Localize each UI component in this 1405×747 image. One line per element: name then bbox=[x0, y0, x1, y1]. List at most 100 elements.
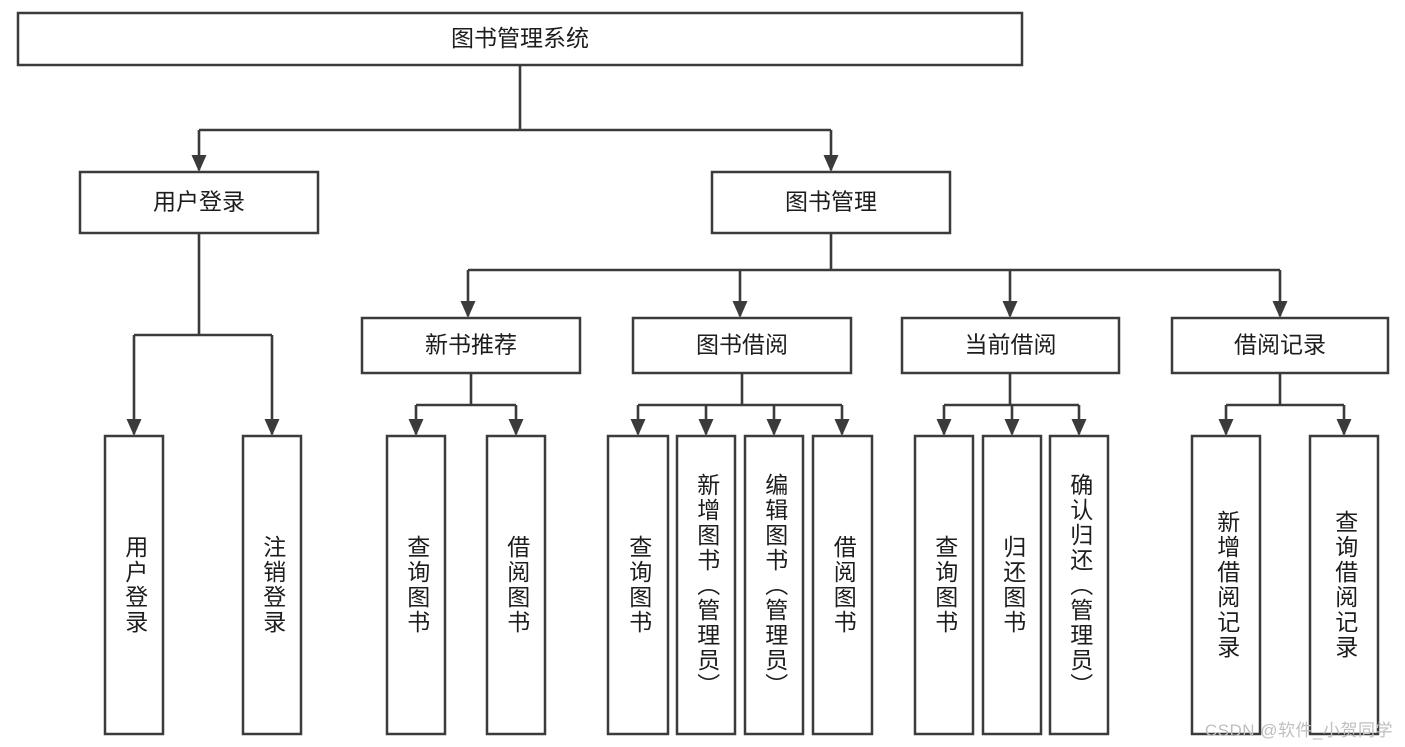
arrow-head-icon bbox=[732, 301, 748, 318]
node-box[interactable] bbox=[631, 316, 853, 375]
node-level2-图书借阅[interactable]: 图书借阅 bbox=[631, 316, 853, 375]
node-label: 注销登录 bbox=[259, 535, 286, 635]
node-label: 图书管理系统 bbox=[451, 25, 589, 51]
node-label-holder: 查询借阅记录 bbox=[1331, 510, 1358, 660]
arrow-head-icon bbox=[408, 419, 424, 436]
node-label-holder: 借阅图书 bbox=[503, 535, 530, 635]
connector-group-borrow-to-leaves bbox=[630, 373, 850, 436]
node-box[interactable] bbox=[913, 434, 975, 736]
arrow-head-icon bbox=[823, 155, 839, 172]
node-box[interactable] bbox=[103, 434, 165, 736]
node-leaf-查询图书[interactable]: 查询图书 bbox=[606, 434, 670, 736]
connector-layer bbox=[126, 65, 1352, 436]
node-label-holder: 注销登录 bbox=[259, 535, 286, 635]
node-label: 查询图书 bbox=[403, 535, 430, 635]
node-label-holder: 新增图书（管理员） bbox=[693, 472, 720, 698]
arrow-head-icon bbox=[191, 155, 207, 172]
connector-group-userlogin-to-leaves bbox=[126, 233, 280, 436]
node-root-图书管理系统[interactable]: 图书管理系统 bbox=[16, 11, 1024, 67]
node-box[interactable] bbox=[485, 434, 547, 736]
node-label: 查询借阅记录 bbox=[1331, 510, 1358, 660]
node-label-holder: 借阅图书 bbox=[830, 535, 857, 635]
node-leaf-新增图书管理员[interactable]: 新增图书（管理员） bbox=[675, 434, 737, 736]
node-box[interactable] bbox=[710, 170, 952, 235]
arrow-head-icon bbox=[630, 419, 646, 436]
arrow-head-icon bbox=[1272, 301, 1288, 318]
node-box[interactable] bbox=[1308, 434, 1380, 736]
node-label: 新增图书（管理员） bbox=[693, 472, 720, 698]
node-level1-用户登录[interactable]: 用户登录 bbox=[78, 170, 320, 235]
connector-group-records-to-leaves bbox=[1218, 373, 1352, 436]
node-label: 查询图书 bbox=[625, 535, 652, 635]
node-box[interactable] bbox=[241, 434, 303, 736]
node-box[interactable] bbox=[78, 170, 320, 235]
node-label: 新书推荐 bbox=[425, 332, 517, 358]
node-label: 图书借阅 bbox=[696, 332, 788, 358]
node-label: 归还图书 bbox=[999, 535, 1026, 635]
node-level2-当前借阅[interactable]: 当前借阅 bbox=[900, 316, 1121, 375]
node-label-holder: 归还图书 bbox=[999, 535, 1026, 635]
connector-group-bookmgmt-to-level2 bbox=[460, 233, 1288, 318]
node-level2-借阅记录[interactable]: 借阅记录 bbox=[1170, 316, 1390, 375]
node-box[interactable] bbox=[1170, 316, 1390, 375]
node-level1-图书管理[interactable]: 图书管理 bbox=[710, 170, 952, 235]
node-leaf-编辑图书管理员[interactable]: 编辑图书（管理员） bbox=[743, 434, 805, 736]
node-leaf-确认归还管理员[interactable]: 确认归还（管理员） bbox=[1048, 434, 1110, 736]
node-label: 用户登录 bbox=[153, 189, 245, 215]
node-label-holder: 新增借阅记录 bbox=[1214, 510, 1240, 660]
arrow-head-icon bbox=[460, 301, 476, 318]
node-label: 编辑图书（管理员） bbox=[761, 472, 788, 698]
arrow-head-icon bbox=[1218, 419, 1234, 436]
node-box[interactable] bbox=[1048, 434, 1110, 736]
arrow-head-icon bbox=[766, 419, 782, 436]
node-box[interactable] bbox=[360, 316, 582, 375]
node-box[interactable] bbox=[385, 434, 447, 736]
arrow-head-icon bbox=[264, 419, 280, 436]
node-label: 借阅图书 bbox=[830, 535, 857, 635]
node-box[interactable] bbox=[1190, 434, 1262, 736]
node-label: 用户登录 bbox=[121, 535, 148, 635]
node-label: 确认归还（管理员） bbox=[1066, 472, 1093, 698]
node-box[interactable] bbox=[606, 434, 670, 736]
node-label-holder: 确认归还（管理员） bbox=[1066, 472, 1093, 698]
node-leaf-查询图书[interactable]: 查询图书 bbox=[385, 434, 447, 736]
node-box[interactable] bbox=[743, 434, 805, 736]
arrow-head-icon bbox=[126, 419, 142, 436]
node-leaf-新增借阅记录[interactable]: 新增借阅记录 bbox=[1190, 434, 1262, 736]
node-box[interactable] bbox=[811, 434, 874, 736]
node-leaf-查询借阅记录[interactable]: 查询借阅记录 bbox=[1308, 434, 1380, 736]
node-label-holder: 查询图书 bbox=[931, 535, 958, 635]
connector-group-root-to-level1 bbox=[191, 65, 839, 172]
node-level2-新书推荐[interactable]: 新书推荐 bbox=[360, 316, 582, 375]
node-label-holder: 用户登录 bbox=[121, 535, 148, 635]
arrow-head-icon bbox=[1004, 419, 1020, 436]
node-label-holder: 查询图书 bbox=[403, 535, 430, 635]
node-label: 借阅记录 bbox=[1234, 332, 1326, 358]
node-box[interactable] bbox=[16, 11, 1024, 67]
arrow-head-icon bbox=[1336, 419, 1352, 436]
node-leaf-借阅图书[interactable]: 借阅图书 bbox=[811, 434, 874, 736]
node-label-holder: 查询图书 bbox=[625, 535, 652, 635]
node-label: 借阅图书 bbox=[503, 535, 530, 635]
node-label-holder: 编辑图书（管理员） bbox=[761, 472, 788, 698]
arrow-head-icon bbox=[508, 419, 524, 436]
node-box[interactable] bbox=[900, 316, 1121, 375]
connector-group-current-to-leaves bbox=[936, 373, 1087, 436]
node-leaf-借阅图书[interactable]: 借阅图书 bbox=[485, 434, 547, 736]
node-label: 当前借阅 bbox=[965, 332, 1057, 358]
node-box[interactable] bbox=[981, 434, 1043, 736]
node-label: 查询图书 bbox=[931, 535, 958, 635]
node-leaf-归还图书[interactable]: 归还图书 bbox=[981, 434, 1043, 736]
node-leaf-注销登录[interactable]: 注销登录 bbox=[241, 434, 303, 736]
arrow-head-icon bbox=[834, 419, 850, 436]
node-box[interactable] bbox=[675, 434, 737, 736]
node-label: 图书管理 bbox=[785, 189, 877, 215]
node-leaf-查询图书[interactable]: 查询图书 bbox=[913, 434, 975, 736]
node-layer: 图书管理系统用户登录图书管理新书推荐图书借阅当前借阅借阅记录用户登录注销登录查询… bbox=[16, 11, 1390, 736]
arrow-head-icon bbox=[1002, 301, 1018, 318]
connector-group-newbook-to-leaves bbox=[408, 373, 524, 436]
node-leaf-用户登录[interactable]: 用户登录 bbox=[103, 434, 165, 736]
arrow-head-icon bbox=[1071, 419, 1087, 436]
